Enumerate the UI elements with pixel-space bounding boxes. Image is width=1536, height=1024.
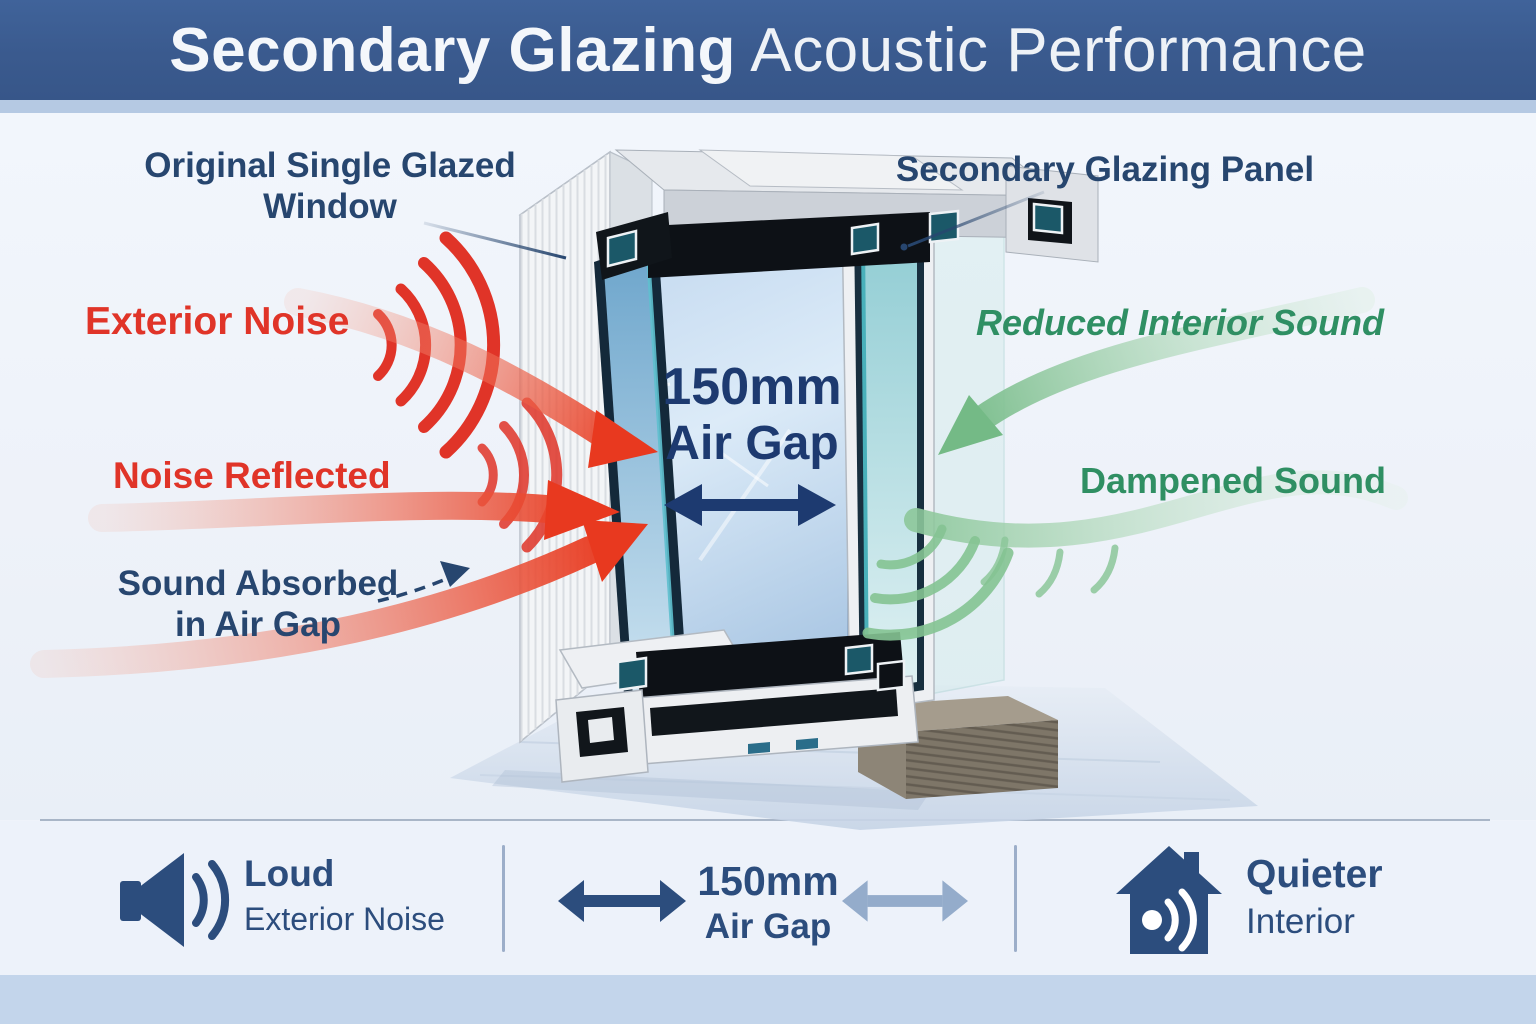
legend-air-gap-line2: Air Gap xyxy=(704,907,832,946)
legend-air-gap-line1: 150mm xyxy=(697,858,839,904)
header-bar: Secondary Glazing Acoustic Performance xyxy=(0,0,1536,100)
dampened-sound-label: Dampened Sound xyxy=(1079,460,1387,501)
legend-divider-2 xyxy=(1014,845,1017,952)
legend-divider-1 xyxy=(502,845,505,952)
page-title: Secondary Glazing Acoustic Performance xyxy=(169,15,1366,86)
reduced-interior-sound-label: Reduced Interior Sound xyxy=(975,302,1385,343)
sound-absorbed-label: Sound Absorbed in Air Gap xyxy=(117,564,399,645)
legend-quieter-line2: Interior xyxy=(1246,902,1355,941)
air-gap-label: Air Gap xyxy=(665,417,839,471)
air-gap-value: 150mm xyxy=(662,358,842,416)
legend-loud: Loud Exterior Noise xyxy=(244,853,445,938)
exterior-noise-label: Exterior Noise xyxy=(85,300,350,343)
air-gap-callout: 150mm Air Gap xyxy=(662,358,841,472)
legend-band xyxy=(0,821,1536,975)
double-arrow-light-icon xyxy=(842,880,968,922)
page-title-light: Acoustic Performance xyxy=(735,15,1367,85)
noise-reflected-label: Noise Reflected xyxy=(113,455,391,496)
legend-loud-line2: Exterior Noise xyxy=(244,901,445,937)
original-window-label: Original Single Glazed Window xyxy=(144,146,516,226)
house-sound-icon xyxy=(1116,846,1222,954)
legend-quieter: Quieter Interior xyxy=(1246,853,1383,942)
double-arrow-icon xyxy=(558,880,686,922)
legend-quieter-line1: Quieter xyxy=(1246,853,1383,896)
footer-strip xyxy=(0,975,1536,1024)
legend-air-gap: 150mm Air Gap xyxy=(697,858,838,947)
header-accent-strip xyxy=(0,100,1536,113)
speaker-icon xyxy=(120,853,230,947)
legend-loud-line1: Loud xyxy=(244,853,335,894)
page-title-bold: Secondary Glazing xyxy=(169,15,736,85)
secondary-panel-label: Secondary Glazing Panel xyxy=(895,150,1315,189)
